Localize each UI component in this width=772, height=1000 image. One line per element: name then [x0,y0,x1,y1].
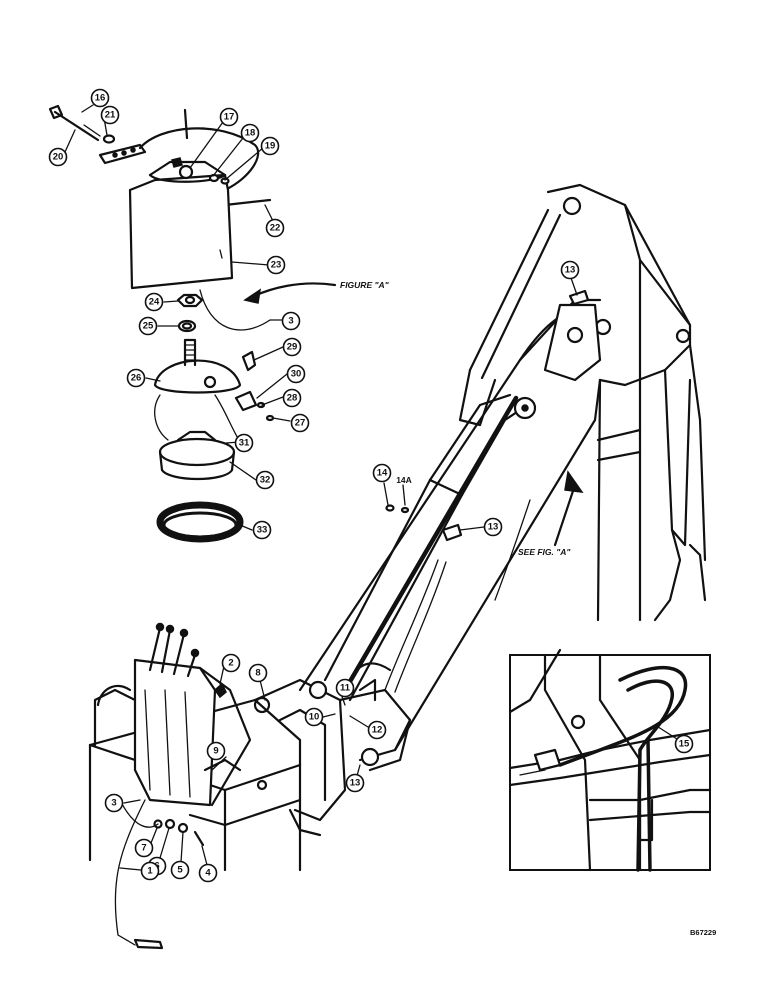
boom-assembly [253,183,707,837]
callout-19: 19 [260,136,280,156]
see-fig-a-label: SEE FIG. "A" [518,547,571,557]
svg-text:31: 31 [239,438,250,449]
svg-text:3: 3 [288,316,293,327]
callout-26: 26 [126,368,146,388]
callout-25: 25 [138,316,158,336]
figure-a-label: FIGURE "A" [340,280,390,290]
callout-16: 16 [90,88,110,108]
svg-text:13: 13 [565,265,576,276]
svg-text:29: 29 [287,342,298,353]
svg-text:13: 13 [488,522,499,533]
svg-text:5: 5 [177,865,183,876]
svg-text:17: 17 [224,112,235,123]
svg-text:8: 8 [255,668,260,679]
svg-text:33: 33 [257,525,268,536]
svg-text:18: 18 [245,128,256,139]
svg-text:24: 24 [149,297,160,308]
callout-12: 12 [367,720,387,740]
callout-7: 7 [134,838,154,858]
callout-33: 33 [252,520,272,540]
callout-10: 10 [304,707,324,727]
callout-1: 1 [140,861,160,881]
callout-4: 4 [198,863,218,883]
svg-text:26: 26 [131,373,142,384]
callout-13-base: 13 [345,773,365,793]
callout-15: 15 [674,734,694,754]
tower-right-pin [675,328,691,344]
svg-text:19: 19 [265,141,276,152]
callout-14: 14 [372,463,392,483]
svg-text:14: 14 [377,468,388,479]
inset-detail-frame [508,648,712,872]
svg-text:9: 9 [213,746,218,757]
label-14a: 14A [396,475,412,485]
svg-text:32: 32 [260,475,271,486]
callout-31: 31 [234,433,254,453]
callout-5: 5 [170,860,190,880]
svg-text:12: 12 [372,725,383,736]
svg-text:4: 4 [205,868,211,879]
callout-22: 22 [265,218,285,238]
svg-text:21: 21 [105,110,116,121]
svg-text:20: 20 [53,152,64,163]
callout-30: 30 [286,364,306,384]
callout-28: 28 [282,388,302,408]
callout-8: 8 [248,663,268,683]
svg-text:22: 22 [270,223,281,234]
control-tower-platform [88,622,302,950]
callout-20: 20 [48,147,68,167]
callout-13-tower: 13 [560,260,580,280]
svg-text:15: 15 [679,739,690,750]
callout-32: 32 [255,470,275,490]
callout-13-cylinder: 13 [483,517,503,537]
svg-text:30: 30 [291,369,302,380]
svg-text:28: 28 [287,393,298,404]
svg-text:11: 11 [340,683,351,694]
figure-a-cover-assembly [48,104,337,543]
svg-text:7: 7 [141,843,146,854]
see-fig-arrow [553,470,584,547]
callout-27: 27 [290,413,310,433]
callout-29: 29 [282,337,302,357]
callout-24: 24 [144,292,164,312]
svg-text:1: 1 [147,866,153,877]
svg-text:16: 16 [95,93,106,104]
drawing-code: B67229 [690,928,716,937]
svg-text:2: 2 [228,658,233,669]
svg-text:3: 3 [111,798,116,809]
tower-pivot-pin [562,196,582,216]
callout-11: 11 [335,678,355,698]
callout-23: 23 [266,255,286,275]
svg-text:23: 23 [271,260,282,271]
fasteners-13-14 [385,289,590,542]
svg-text:10: 10 [309,712,320,723]
svg-text:27: 27 [295,418,306,429]
callout-2: 2 [221,653,241,673]
callout-18: 18 [240,123,260,143]
svg-text:25: 25 [143,321,154,332]
callout-9: 9 [206,741,226,761]
callout-3-lower: 3 [104,793,124,813]
callout-3-upper: 3 [281,311,301,331]
svg-text:13: 13 [350,778,361,789]
callout-21: 21 [100,105,120,125]
callout-17: 17 [219,107,239,127]
